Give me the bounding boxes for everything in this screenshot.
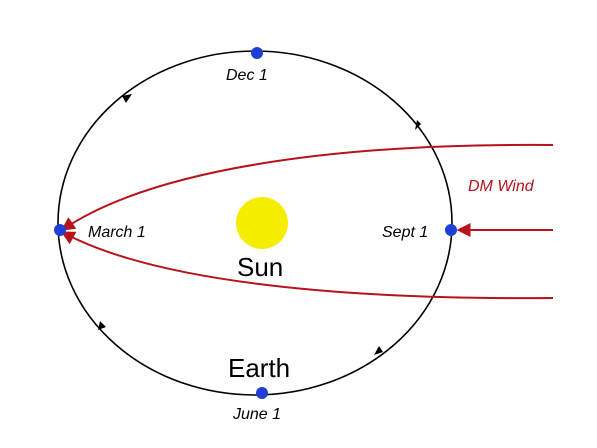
point-dec	[251, 47, 263, 59]
point-sept	[445, 224, 457, 236]
sun-icon	[236, 197, 288, 249]
label-dec: Dec 1	[226, 67, 268, 84]
orbit-arrow-bottom-right	[374, 346, 383, 355]
point-june	[256, 387, 268, 399]
label-sept: Sept 1	[382, 224, 428, 241]
dm-wind-lower-curve	[60, 231, 554, 300]
label-march: March 1	[88, 224, 146, 241]
orbit-arrow-top-left	[122, 94, 132, 103]
orbit-arrow-top-right	[415, 120, 421, 130]
dm-wind-upper-curve	[60, 143, 554, 231]
label-june: June 1	[232, 406, 281, 423]
orbit-arrow-bottom-left	[98, 321, 106, 330]
label-earth: Earth	[228, 353, 290, 383]
label-sun: Sun	[237, 252, 283, 282]
point-march	[54, 224, 66, 236]
label-dm-wind: DM Wind	[468, 178, 535, 195]
